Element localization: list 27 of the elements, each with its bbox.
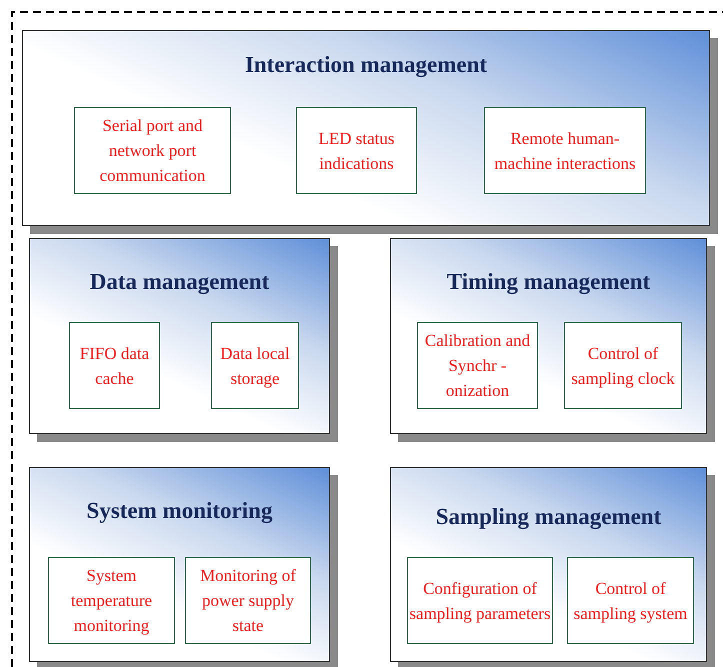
function-box xyxy=(417,322,538,409)
function-box xyxy=(185,557,311,644)
function-label: Calibration and Synchr -onization xyxy=(424,330,532,402)
function-box xyxy=(69,322,160,409)
module-title: Interaction management xyxy=(244,51,488,79)
function-box xyxy=(48,557,175,644)
function-label: FIFO data cache xyxy=(78,342,150,390)
function-label: Serial port and network port communication xyxy=(98,115,206,187)
function-box xyxy=(211,322,299,409)
function-label: Monitoring of power supply state xyxy=(199,565,297,637)
function-box xyxy=(484,107,646,194)
module-title: Timing management xyxy=(446,268,652,296)
function-label: LED status indications xyxy=(317,128,396,174)
function-box xyxy=(567,557,694,644)
function-label: Configuration of sampling parameters xyxy=(408,578,552,625)
function-label: System temperature monitoring xyxy=(70,565,154,637)
function-label: Control of sampling clock xyxy=(570,342,676,390)
module-title: Data management xyxy=(88,268,270,296)
function-box xyxy=(296,107,417,194)
function-box xyxy=(74,107,231,194)
function-label: Remote human-machine interactions xyxy=(493,128,637,174)
function-label: Data local storage xyxy=(219,342,291,390)
module-title: System monitoring xyxy=(86,497,274,525)
function-box xyxy=(564,322,682,409)
module-title: Sampling management xyxy=(434,503,662,531)
function-box xyxy=(407,557,553,644)
function-label: Control of sampling system xyxy=(572,578,688,625)
